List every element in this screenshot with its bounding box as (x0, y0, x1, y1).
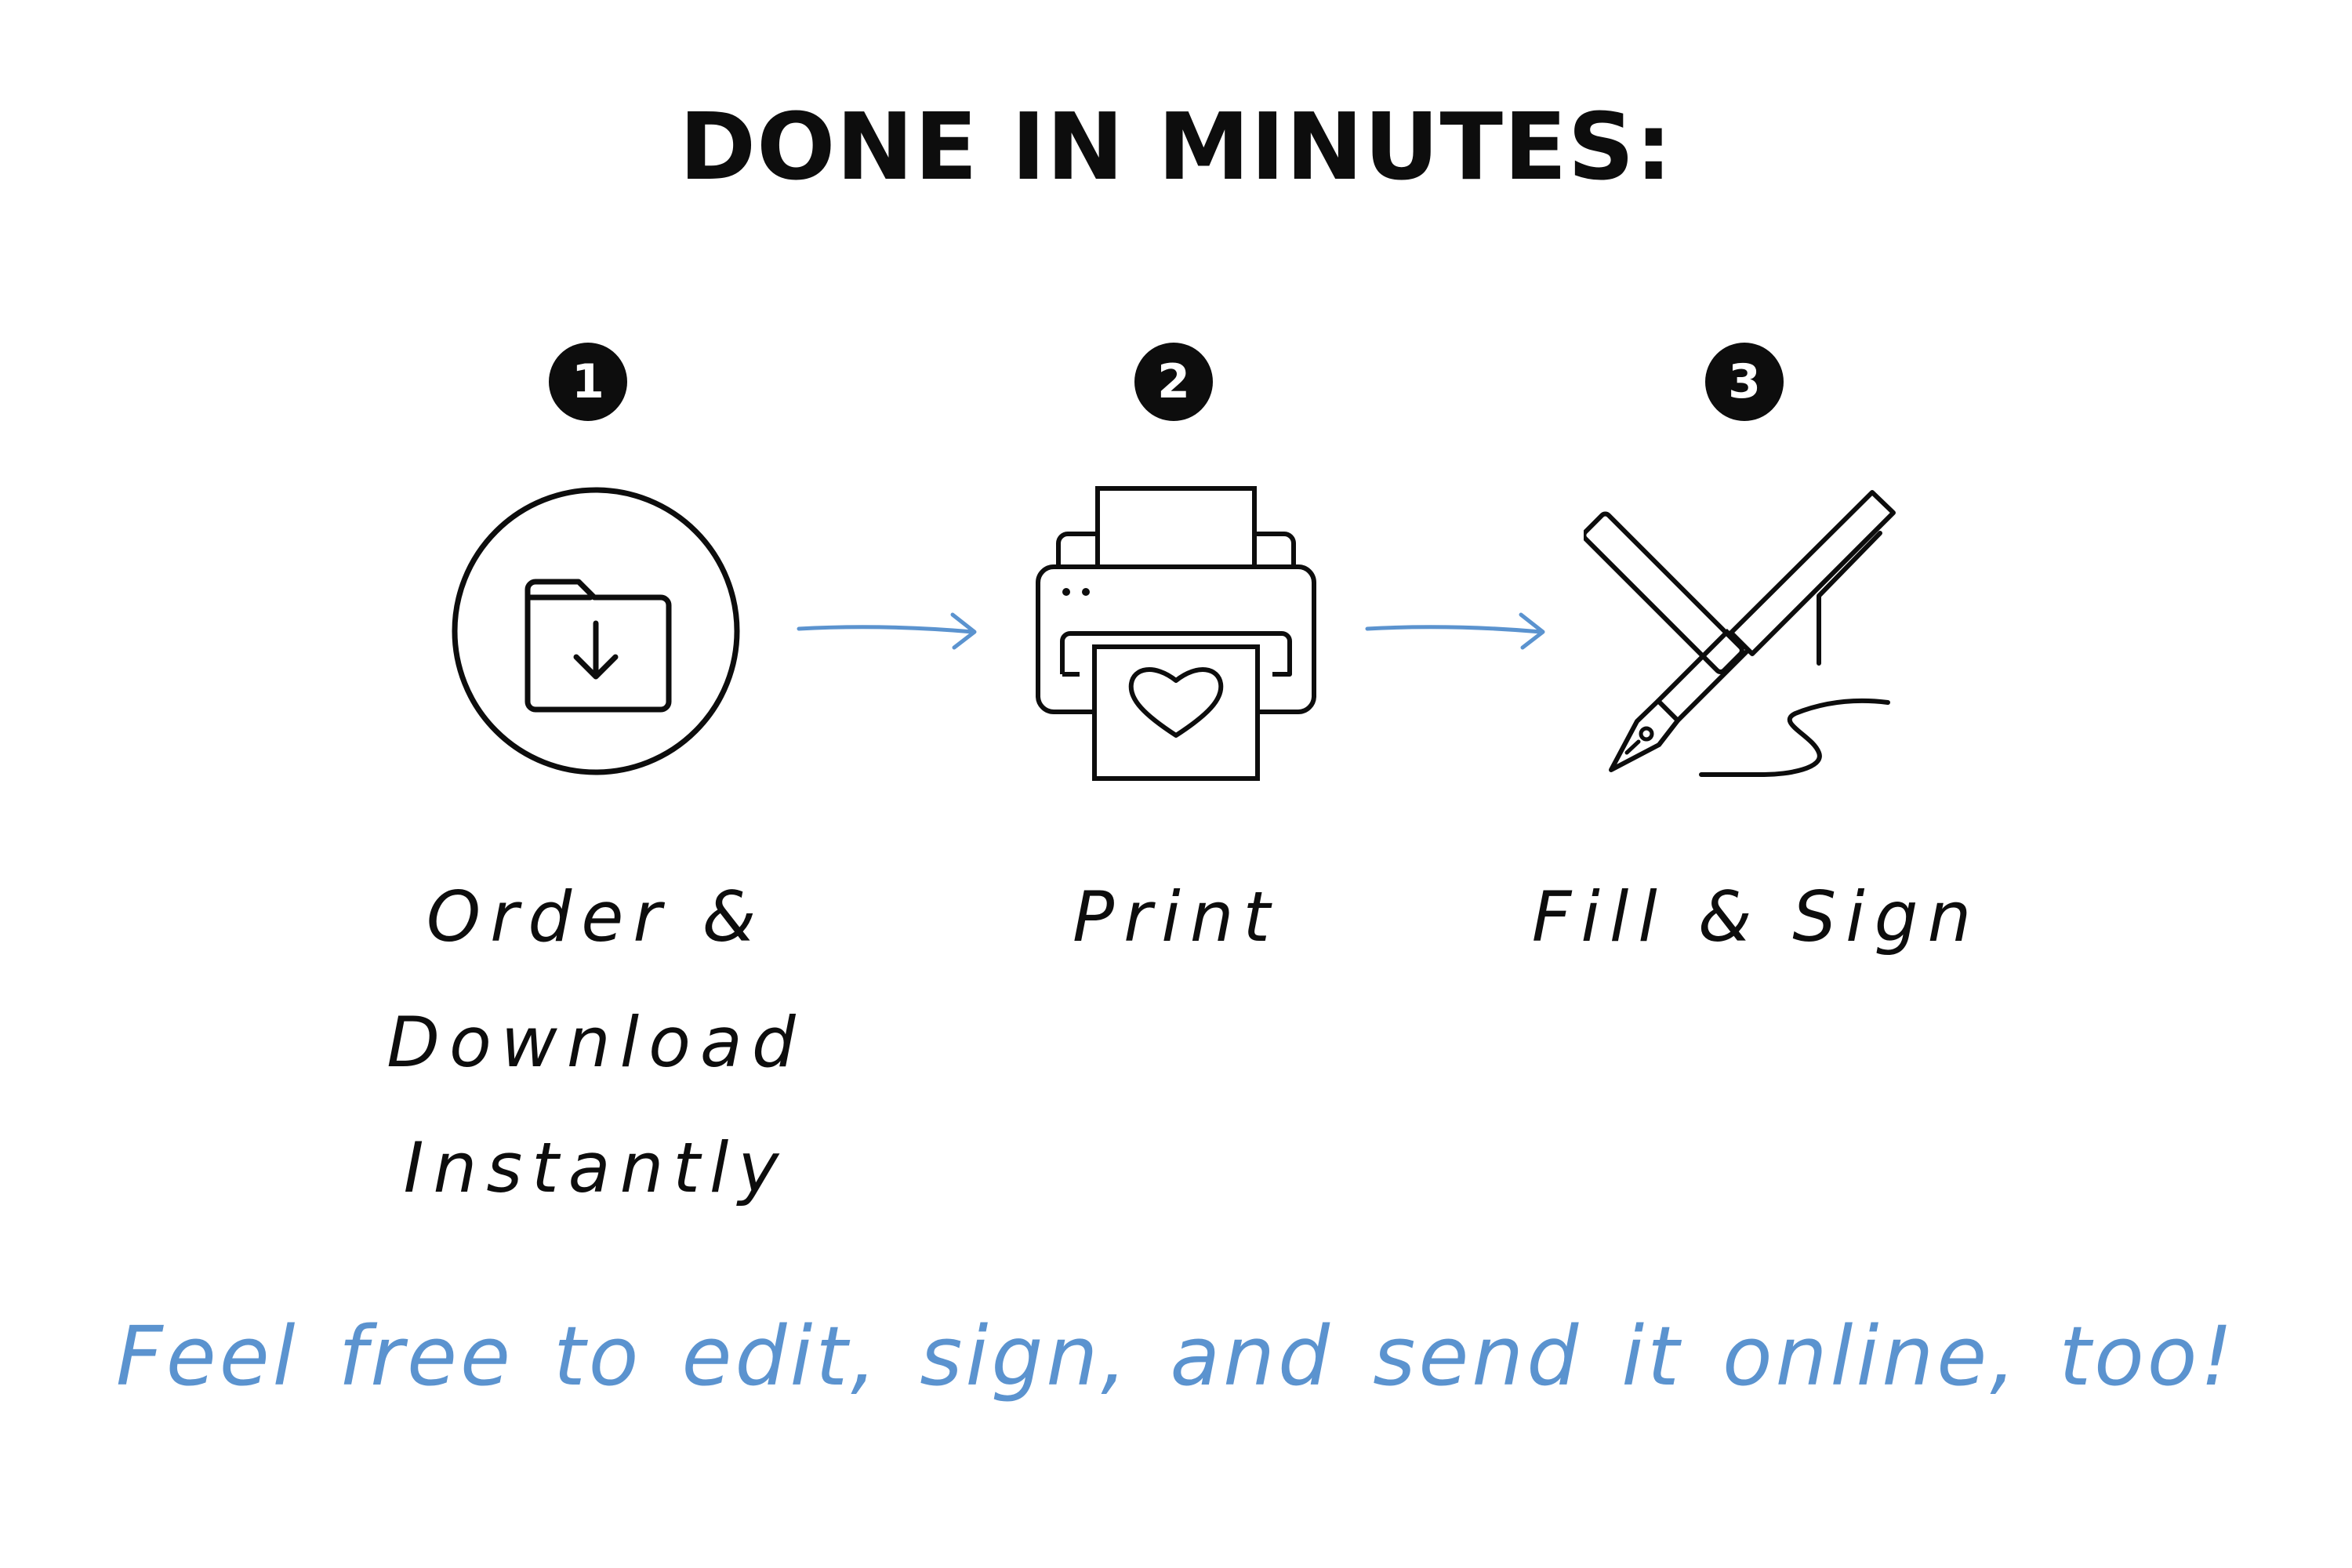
step-1-label-line-1: Order & (426, 877, 766, 957)
folder-download-icon (452, 487, 740, 775)
step-3-label-line-1: Fill & Sign (1531, 877, 1981, 957)
step-3-label: Fill & Sign (1490, 855, 2023, 980)
step-3-number-badge: 3 (1705, 343, 1784, 421)
step-2-to-3-arrow-icon (1365, 612, 1545, 650)
step-1-number-badge: 1 (549, 343, 627, 421)
step-2-number-badge: 2 (1134, 343, 1213, 421)
step-1-label-line-2: Download (387, 1002, 805, 1083)
printer-heart-icon (1036, 486, 1316, 781)
step-1-label: Order & Download Instantly (368, 855, 823, 1231)
step-2-label-line-1: Print (1073, 877, 1279, 957)
fountain-pen-signature-icon (1584, 490, 1896, 777)
page-title: DONE IN MINUTES: (679, 93, 1673, 201)
footer-note: Feel free to edit, sign, and send it onl… (115, 1308, 2237, 1404)
step-1-to-2-arrow-icon (797, 612, 977, 650)
step-2-label: Print (933, 855, 1419, 980)
step-1-label-line-3: Instantly (403, 1127, 789, 1208)
